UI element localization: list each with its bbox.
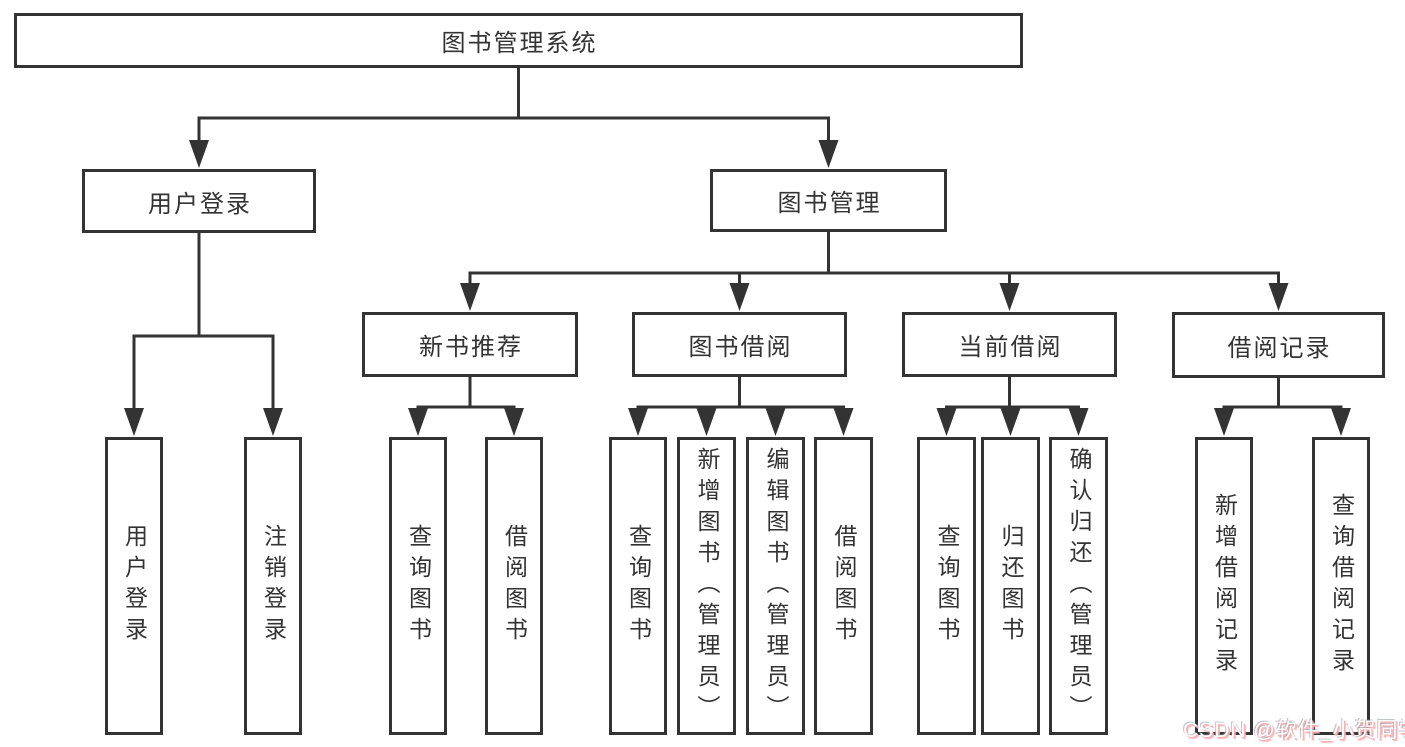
- node-label: 用户登录: [121, 524, 148, 648]
- node-leaf-query-record: 查询借阅记录: [1312, 437, 1370, 735]
- node-leaf-confirm-return: 确认归还（管理员）: [1049, 437, 1108, 735]
- node-book-mgmt: 图书管理: [710, 169, 947, 232]
- node-label: 借阅图书: [831, 524, 857, 648]
- node-leaf-query-book-2: 查询图书: [609, 437, 667, 735]
- node-label: 借阅图书: [501, 524, 528, 648]
- node-leaf-logout: 注销登录: [244, 437, 302, 735]
- node-label: 新增借阅记录: [1211, 493, 1238, 679]
- node-user-login: 用户登录: [82, 169, 316, 233]
- node-leaf-edit-book: 编辑图书（管理员）: [746, 437, 805, 735]
- node-label: 编辑图书（管理员）: [763, 446, 789, 726]
- node-new-book-rec: 新书推荐: [362, 312, 578, 377]
- node-leaf-query-book-3: 查询图书: [917, 437, 976, 735]
- node-label: 确认归还（管理员）: [1066, 446, 1092, 726]
- node-label: 查询图书: [934, 524, 960, 648]
- node-leaf-query-book-1: 查询图书: [389, 437, 447, 735]
- node-book-borrow: 图书借阅: [632, 312, 847, 377]
- node-leaf-borrow-book-1: 借阅图书: [485, 437, 543, 735]
- node-label: 查询图书: [625, 524, 652, 648]
- node-label: 图书管理系统: [441, 30, 598, 57]
- node-label: 借阅记录: [1227, 334, 1332, 362]
- node-borrow-records: 借阅记录: [1172, 312, 1385, 378]
- node-current-borrow: 当前借阅: [902, 312, 1117, 377]
- node-label: 新书推荐: [419, 334, 523, 361]
- watermark: CSDN @软件_小贺同学: [1183, 719, 1405, 742]
- node-label: 查询图书: [405, 524, 432, 648]
- node-leaf-borrow-book-2: 借阅图书: [814, 437, 873, 735]
- node-label: 图书借阅: [688, 334, 793, 361]
- node-leaf-add-book: 新增图书（管理员）: [677, 437, 736, 735]
- node-root: 图书管理系统: [14, 13, 1023, 68]
- node-label: 图书管理: [777, 190, 882, 217]
- node-label: 注销登录: [260, 524, 287, 648]
- node-label: 当前借阅: [958, 334, 1063, 361]
- node-label: 新增图书（管理员）: [694, 446, 720, 726]
- node-leaf-add-record: 新增借阅记录: [1195, 437, 1253, 735]
- node-label: 归还图书: [998, 524, 1024, 648]
- node-label: 查询借阅记录: [1328, 493, 1355, 679]
- node-leaf-user-login: 用户登录: [105, 437, 163, 735]
- node-label: 用户登录: [148, 190, 252, 218]
- node-leaf-return-book: 归还图书: [981, 437, 1040, 735]
